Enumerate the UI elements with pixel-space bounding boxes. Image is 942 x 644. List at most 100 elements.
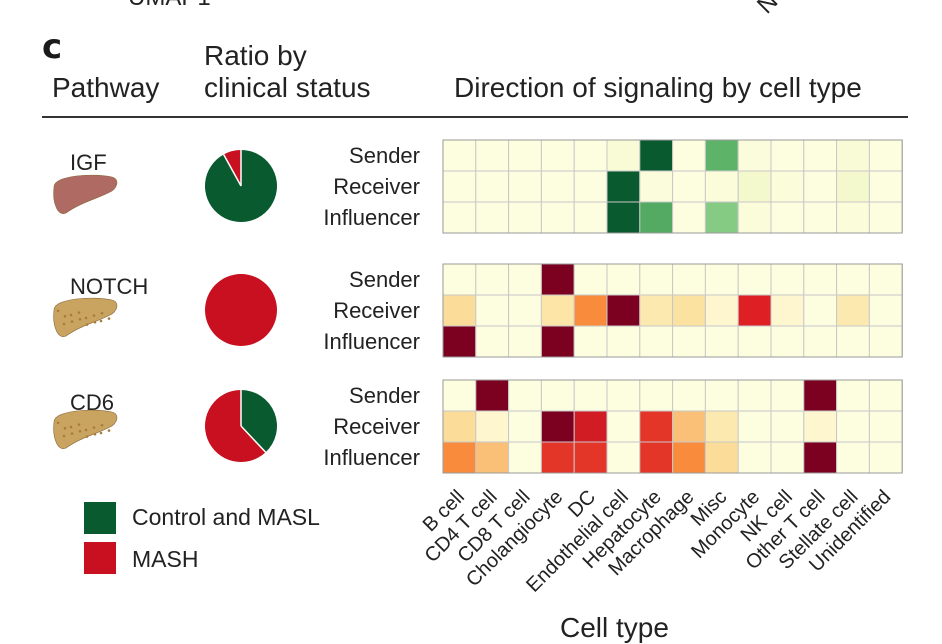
- liver-speckle-cd6: [84, 428, 88, 432]
- row-label-cd6-receiver: Receiver: [333, 414, 420, 439]
- heatmap-cell-notch: [442, 294, 477, 327]
- ratio-header-line2: clinical status: [204, 72, 371, 103]
- heatmap-cell-igf: [573, 170, 608, 203]
- pie-control-cd6: [241, 390, 277, 453]
- heatmap-cell-cd6: [639, 410, 674, 443]
- row-label-igf-influencer: Influencer: [323, 205, 420, 230]
- heatmap-cell-cd6: [672, 410, 706, 443]
- heatmap-cell-igf: [868, 170, 903, 203]
- heatmap-frame-cd6: [442, 379, 903, 474]
- heatmap-cell-cd6: [606, 379, 641, 412]
- liver-speckle-notch: [78, 317, 82, 321]
- heatmap-cell-igf: [672, 139, 706, 172]
- heatmap-cell-notch: [475, 325, 510, 358]
- liver-speckle-notch: [69, 313, 73, 317]
- heatmap-cell-cd6: [442, 441, 477, 474]
- heatmap-cell-notch: [803, 294, 838, 327]
- heatmap-cell-igf: [573, 139, 608, 172]
- heatmap-cell-igf: [475, 139, 510, 172]
- liver-speckle-cd6: [107, 429, 111, 432]
- heatmap-cell-igf: [803, 139, 838, 172]
- liver-speckle-cd6: [78, 429, 82, 433]
- heatmap-frame-notch: [442, 263, 903, 358]
- heatmap-cell-igf: [508, 170, 542, 203]
- heatmap-cell-cd6: [770, 441, 805, 474]
- heatmap-cell-igf: [639, 139, 674, 172]
- liver-speckle-notch: [93, 320, 97, 324]
- heatmap-cell-notch: [508, 325, 542, 358]
- heatmap-cell-igf: [737, 139, 772, 172]
- heatmap-cell-cd6: [672, 379, 706, 412]
- row-label-igf-receiver: Receiver: [333, 174, 420, 199]
- heatmap-cell-igf: [770, 201, 805, 234]
- heatmap-cell-cd6: [868, 379, 903, 412]
- liver-speckle-notch: [63, 314, 67, 318]
- heatmap-cell-notch: [606, 325, 641, 358]
- heatmap-cell-igf: [704, 139, 739, 172]
- heatmap-cell-igf: [704, 170, 739, 203]
- heatmap-cell-notch: [868, 294, 903, 327]
- heatmap-cell-notch: [704, 325, 739, 358]
- heatmap-cell-cd6: [442, 410, 477, 443]
- heatmap-cell-igf: [508, 139, 542, 172]
- heatmap-cell-igf: [704, 201, 739, 234]
- liver-speckle-cd6: [93, 432, 97, 436]
- heatmap-cell-cd6: [508, 379, 542, 412]
- legend-label-mash: MASH: [132, 546, 199, 572]
- heatmap-cell-notch: [442, 263, 477, 296]
- heatmap-cell-notch: [606, 294, 641, 327]
- cropped-axis-label-top: UMAP1: [128, 0, 211, 12]
- legend-swatch-mash: [84, 542, 116, 574]
- heatmap-cell-igf: [836, 170, 870, 203]
- heatmap-cell-igf: [868, 139, 903, 172]
- heatmap-cell-notch: [836, 294, 870, 327]
- liver-speckle-cd6: [70, 432, 74, 435]
- heatmap-cell-cd6: [737, 379, 772, 412]
- pathway-header: Pathway: [52, 72, 160, 103]
- pathway-label-notch: NOTCH: [70, 274, 148, 299]
- liver-speckle-notch: [107, 317, 111, 320]
- heatmap-cell-igf: [508, 201, 542, 234]
- heatmap-cell-cd6: [868, 441, 903, 474]
- heatmap-cell-notch: [704, 294, 739, 327]
- heatmap-cell-cd6: [770, 410, 805, 443]
- heatmap-cell-notch: [770, 325, 805, 358]
- liver-icon-igf: [53, 174, 118, 214]
- heatmap-cell-cd6: [672, 441, 706, 474]
- heatmap-cell-notch: [573, 263, 608, 296]
- heatmap-cell-igf: [672, 170, 706, 203]
- row-label-notch-influencer: Influencer: [323, 329, 420, 354]
- heatmap-cell-cd6: [803, 441, 838, 474]
- heatmap-cell-notch: [508, 294, 542, 327]
- heatmap-cell-cd6: [836, 441, 870, 474]
- heatmap-cell-notch: [737, 294, 772, 327]
- liver-speckle-notch: [85, 323, 89, 326]
- liver-speckle-notch: [99, 319, 103, 323]
- heatmap-cell-igf: [672, 201, 706, 234]
- heatmap-frame-igf: [442, 139, 903, 234]
- heatmap-cell-notch: [639, 325, 674, 358]
- heatmap-cell-cd6: [475, 441, 510, 474]
- heatmap-cell-igf: [442, 139, 477, 172]
- heatmap-cell-notch: [737, 325, 772, 358]
- heatmap-cell-notch: [737, 263, 772, 296]
- heatmap-cell-notch: [672, 325, 706, 358]
- heatmap-cell-igf: [442, 170, 477, 203]
- heatmap-cell-notch: [803, 325, 838, 358]
- heatmap-cell-igf: [770, 139, 805, 172]
- direction-header: Direction of signaling by cell type: [454, 72, 862, 103]
- liver-speckle-cd6: [100, 423, 104, 427]
- heatmap-cell-notch: [508, 263, 542, 296]
- heatmap-cell-cd6: [737, 410, 772, 443]
- pie-mash-cd6: [205, 390, 266, 462]
- heatmap-cell-cd6: [803, 410, 838, 443]
- heatmap-cell-cd6: [573, 441, 608, 474]
- heatmap-cell-notch: [540, 263, 575, 296]
- heatmap-cell-cd6: [836, 379, 870, 412]
- heatmap-cell-notch: [573, 325, 608, 358]
- heatmap-cell-cd6: [573, 410, 608, 443]
- heatmap-cell-cd6: [639, 379, 674, 412]
- heatmap-cell-igf: [803, 170, 838, 203]
- heatmap-cell-cd6: [803, 379, 838, 412]
- heatmap-cell-cd6: [442, 379, 477, 412]
